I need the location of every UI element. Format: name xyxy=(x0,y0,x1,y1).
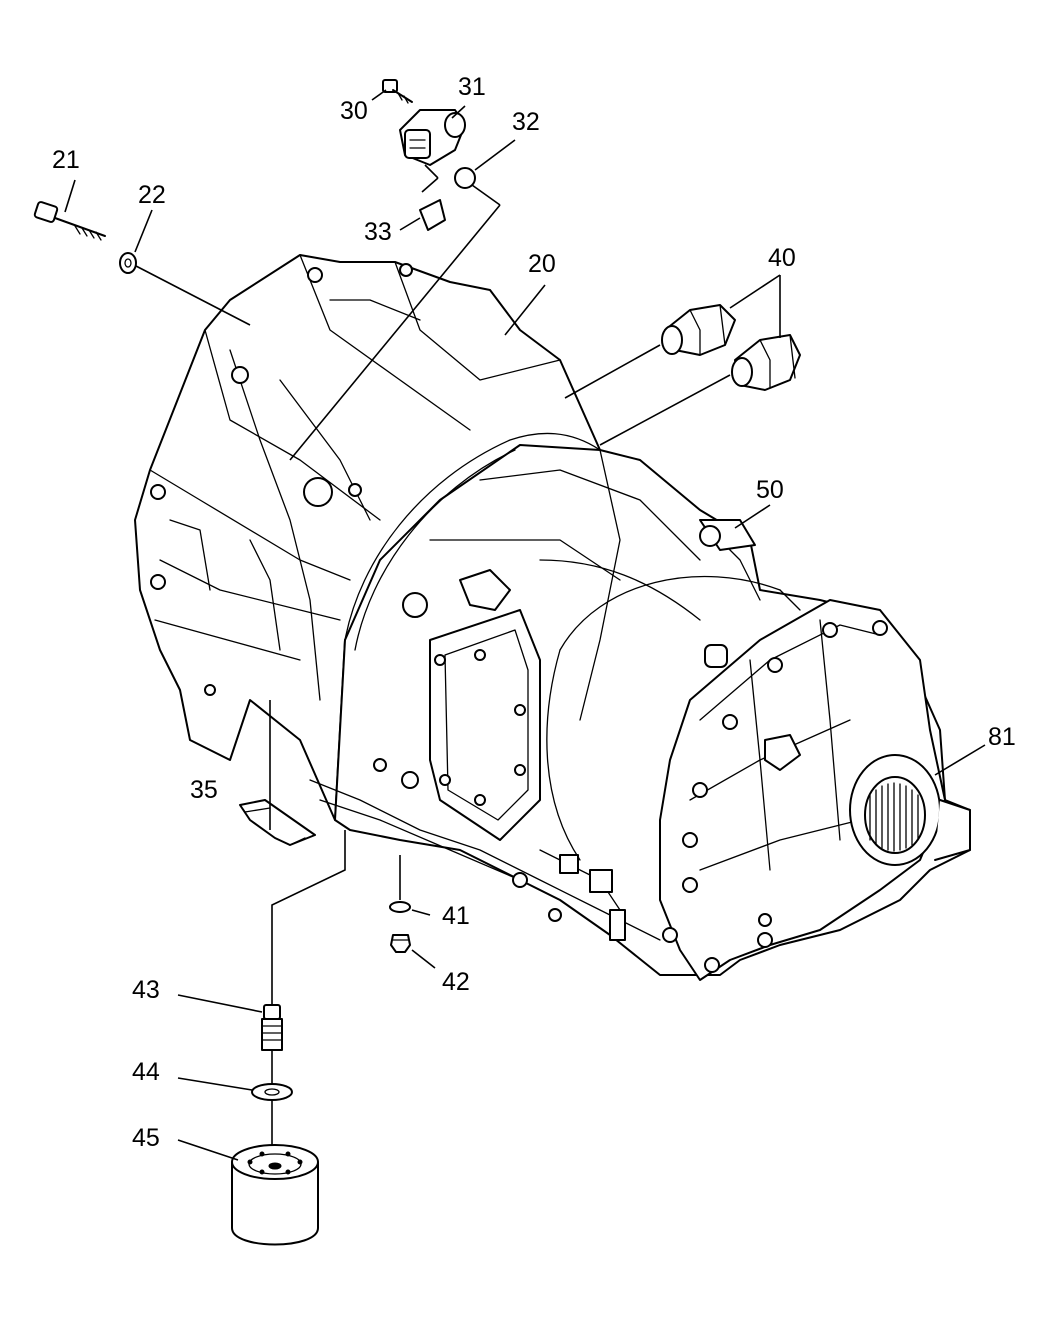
sensor-assembly-30-33 xyxy=(289,79,516,461)
callout-32: 32 xyxy=(512,108,540,136)
fitting-40-lower xyxy=(731,334,801,391)
fitting-40-upper xyxy=(661,304,736,356)
callout-20: 20 xyxy=(528,250,556,278)
callout-21: 21 xyxy=(52,146,80,174)
callout-22: 22 xyxy=(138,181,166,209)
filter-stack-43-45 xyxy=(177,830,346,1246)
callout-81-group xyxy=(934,744,986,776)
bell-housing xyxy=(134,254,601,821)
bolt-21 xyxy=(33,179,106,241)
callout-42: 42 xyxy=(442,968,470,996)
callout-81: 81 xyxy=(988,723,1016,751)
callout-40: 40 xyxy=(768,244,796,272)
callout-33: 33 xyxy=(364,218,392,246)
callout-labels: 21 22 30 31 32 33 20 40 50 81 35 41 42 4… xyxy=(52,73,1016,1152)
extension-housing xyxy=(659,599,971,981)
callout-35: 35 xyxy=(190,776,218,804)
transmission-assembly xyxy=(134,254,971,981)
callout-20-group xyxy=(504,284,546,336)
cooler-fittings-40 xyxy=(564,274,801,446)
callout-31: 31 xyxy=(458,73,486,101)
callout-45: 45 xyxy=(132,1124,160,1152)
output-shaft-splines xyxy=(869,782,919,852)
washer-22 xyxy=(119,209,251,326)
drain-plug-41-42 xyxy=(389,855,436,969)
callout-43: 43 xyxy=(132,976,160,1004)
callout-30: 30 xyxy=(340,97,368,125)
callout-44: 44 xyxy=(132,1058,160,1086)
callout-50-group xyxy=(734,504,771,529)
callout-41: 41 xyxy=(442,902,470,930)
plate-35 xyxy=(239,700,316,846)
callout-50: 50 xyxy=(756,476,784,504)
